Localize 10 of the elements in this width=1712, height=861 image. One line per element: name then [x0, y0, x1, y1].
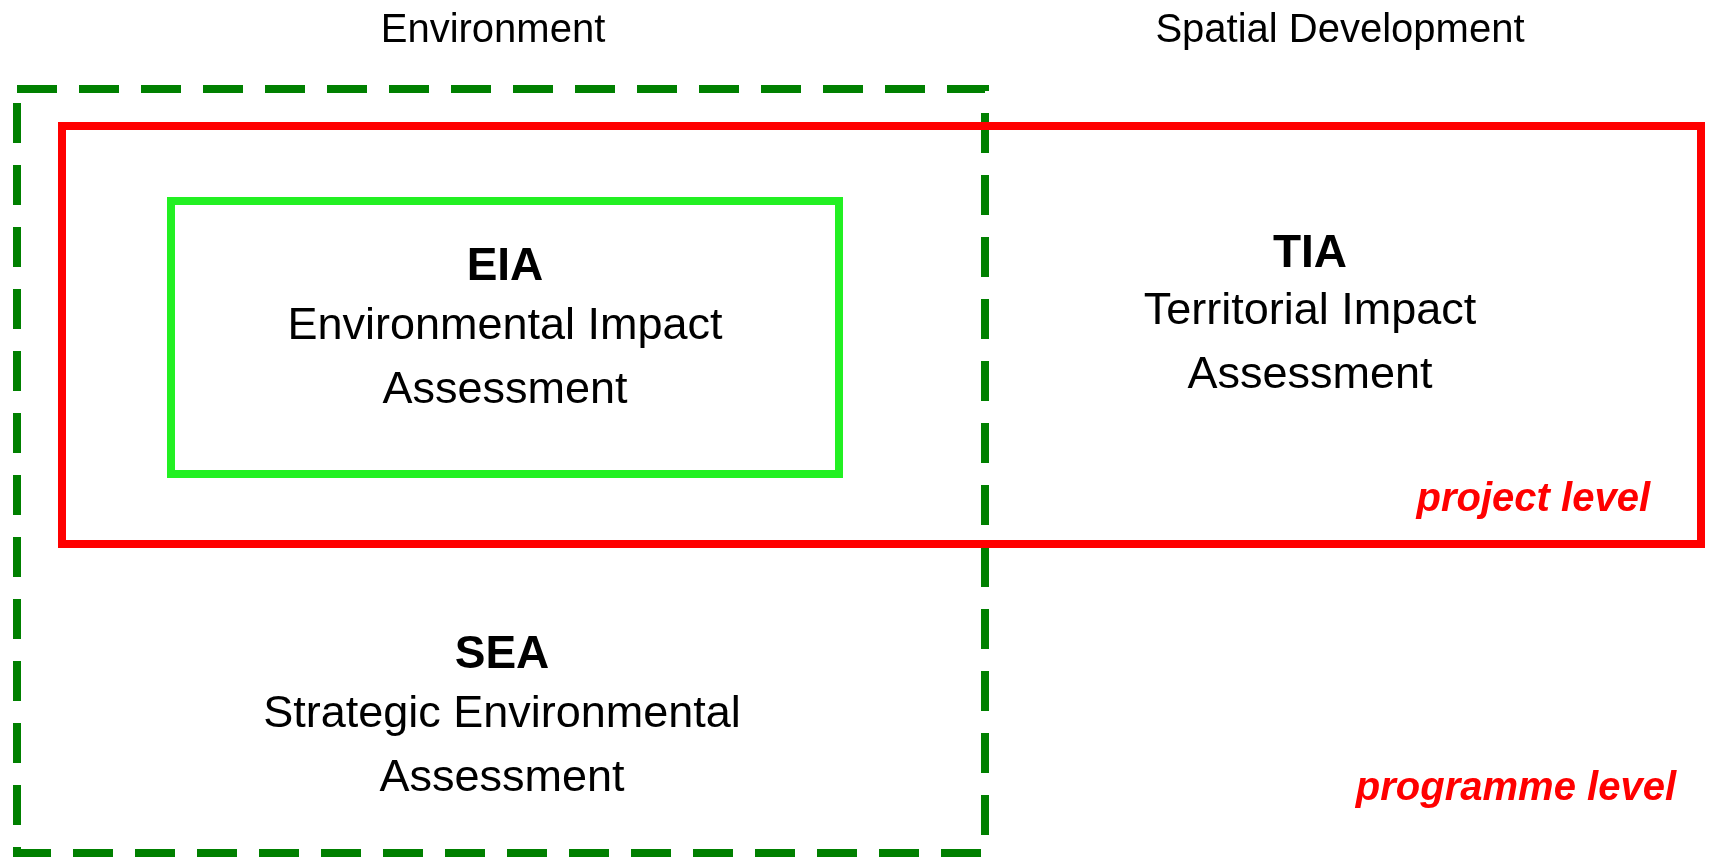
column-heading: Spatial Development [1154, 5, 1526, 52]
level-label: project level [1414, 474, 1650, 521]
description: Strategic Environmental Assessment [262, 685, 742, 803]
abbreviation: SEA [453, 625, 551, 680]
description: Environmental Impact Assessment [286, 297, 724, 415]
abbreviation: TIA [1271, 224, 1349, 279]
abbreviation: EIA [465, 237, 545, 292]
description: Territorial Impact Assessment [1142, 282, 1478, 400]
level-label: programme level [1354, 763, 1676, 810]
region-heading: Environment [379, 5, 607, 52]
